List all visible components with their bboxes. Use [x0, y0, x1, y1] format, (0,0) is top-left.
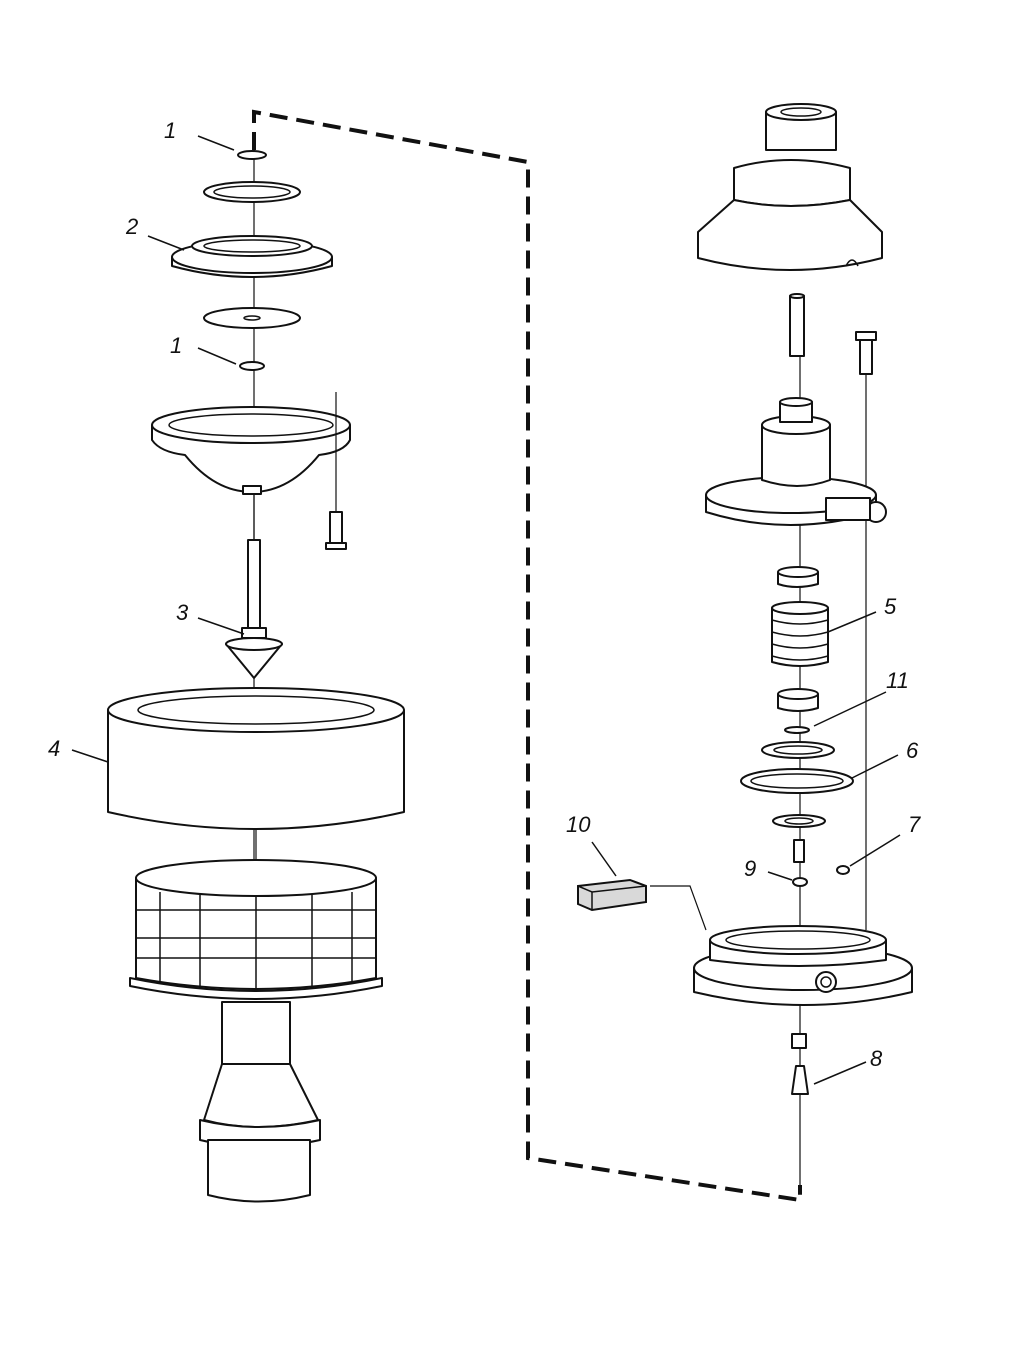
outlet-nozzle	[199, 1001, 321, 1203]
base-housing	[693, 925, 913, 1006]
leader-lines	[71, 135, 901, 1085]
part-5-spring	[771, 566, 829, 712]
part-10-block	[577, 878, 707, 931]
part-11-small-washer	[784, 726, 810, 734]
part-1-lower-washer	[239, 361, 265, 371]
part-6-large-ring	[740, 768, 854, 794]
bowl-housing	[151, 406, 351, 495]
middle-ring	[761, 741, 835, 759]
callout-3: 3	[176, 600, 189, 625]
part-1-upper-washer	[237, 150, 267, 160]
part-3-stem-cone	[225, 494, 283, 679]
callout-11: 11	[886, 668, 909, 693]
guide-pin	[789, 293, 805, 357]
callout-7: 7	[908, 812, 921, 837]
callout-10: 10	[566, 812, 591, 837]
valve-body	[705, 397, 887, 526]
part-9-seal	[792, 877, 808, 887]
part-7-o-ring	[836, 865, 850, 875]
part-8-needle	[791, 1033, 809, 1095]
callout-6: 6	[906, 738, 919, 763]
left-screw	[325, 392, 347, 550]
callout-1-upper: 1	[164, 118, 176, 143]
callout-5: 5	[884, 594, 897, 619]
lower-small-ring	[772, 814, 826, 828]
part-4-cylinder	[107, 687, 405, 830]
callout-1-lower: 1	[170, 333, 182, 358]
strainer-basket	[129, 830, 383, 1000]
callout-2: 2	[125, 214, 138, 239]
assembly-link-dashed-line	[252, 109, 802, 1203]
callout-9: 9	[744, 856, 756, 881]
part-2-diaphragm	[171, 235, 333, 278]
valve-stem	[793, 839, 805, 863]
callout-4: 4	[48, 736, 60, 761]
upper-ring	[203, 181, 301, 203]
callout-8: 8	[870, 1046, 883, 1071]
lower-ring	[203, 307, 301, 329]
right-bolt	[855, 331, 877, 375]
top-cap	[697, 103, 883, 271]
